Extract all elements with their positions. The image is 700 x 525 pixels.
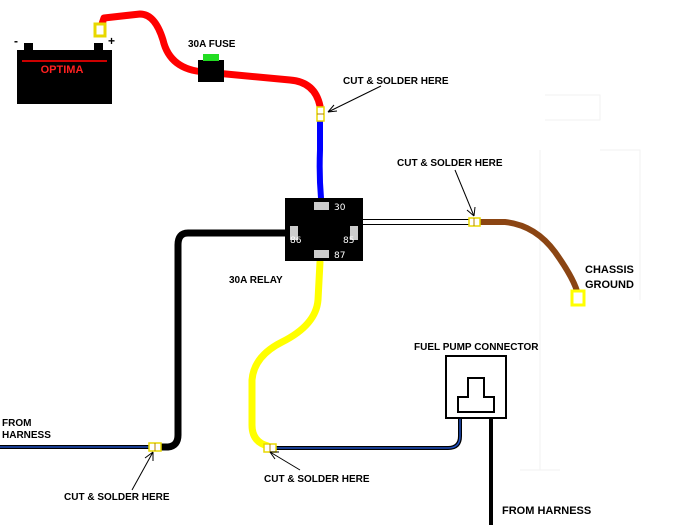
- relay-pin-label-86: 86: [290, 236, 302, 246]
- relay: 30 86 85 87: [285, 198, 363, 261]
- black-wire: [155, 229, 286, 451]
- pump-feed-wire-stripe: [272, 418, 461, 449]
- arrow-right-head: [466, 206, 476, 217]
- battery-label-stripe: [22, 60, 107, 62]
- pump-feed-wire: [272, 418, 462, 450]
- cut-solder-label-right: CUT & SOLDER HERE: [397, 158, 503, 169]
- arrow-right: [454, 169, 475, 217]
- battery-terminal: [93, 22, 107, 38]
- relay-pin-87: [314, 250, 329, 258]
- cut-solder-label-bottom-mid: CUT & SOLDER HERE: [264, 474, 370, 485]
- fuse-body: [198, 60, 224, 82]
- fuse-label: 30A FUSE: [188, 39, 236, 50]
- arrow-top-head: [327, 104, 338, 113]
- callout-arrows: [131, 85, 476, 491]
- splice-bottom-left: [148, 442, 162, 452]
- relay-label: 30A RELAY: [229, 275, 283, 286]
- fuel-pump-connector-label: FUEL PUMP CONNECTOR: [414, 342, 539, 353]
- chassis-ground-label-line1: CHASSIS: [585, 264, 634, 276]
- arrow-bottom-left: [131, 451, 154, 491]
- brown-wire: [475, 219, 581, 298]
- fuse: [198, 54, 224, 82]
- fuse-blade: [203, 54, 219, 61]
- splice-top: [316, 106, 325, 122]
- connector-plug-icon: [457, 377, 495, 413]
- background-sketch: [520, 94, 641, 471]
- ground-terminal: [570, 289, 586, 307]
- battery-post-negative: [24, 43, 33, 51]
- blue-wire: [316, 115, 324, 201]
- splice-bottom-mid: [263, 443, 277, 453]
- chassis-ground-label-line2: GROUND: [585, 279, 634, 291]
- arrow-top: [327, 85, 382, 113]
- cut-solder-label-bottom-left: CUT & SOLDER HERE: [64, 492, 170, 503]
- battery-plus-sign: +: [108, 34, 115, 48]
- relay-pin-86: [290, 226, 298, 240]
- battery: OPTIMA - +: [14, 34, 115, 104]
- from-harness-bottom-label: FROM HARNESS: [502, 505, 591, 517]
- from-harness-left-line1: FROM: [2, 418, 31, 429]
- relay-pin-30: [314, 202, 329, 210]
- battery-body: [17, 50, 112, 104]
- relay-pin-85: [350, 226, 358, 240]
- relay-pin-label-30: 30: [334, 203, 346, 213]
- relay-pin-label-87: 87: [334, 251, 345, 261]
- from-harness-left-line2: HARNESS: [2, 430, 51, 441]
- fuel-pump-connector: [445, 355, 507, 419]
- battery-minus-sign: -: [14, 34, 18, 48]
- arrow-bottom-mid: [269, 451, 301, 471]
- relay-pin-label-85: 85: [343, 236, 354, 246]
- red-wire: [96, 10, 324, 110]
- cut-solder-label-top: CUT & SOLDER HERE: [343, 76, 449, 87]
- splice-right: [468, 217, 481, 227]
- arrow-bottom-mid-head: [269, 451, 279, 460]
- battery-post-positive: [94, 43, 103, 51]
- arrow-bottom-left-head: [144, 451, 154, 461]
- yellow-wire: [248, 258, 324, 450]
- battery-brand: OPTIMA: [41, 64, 84, 76]
